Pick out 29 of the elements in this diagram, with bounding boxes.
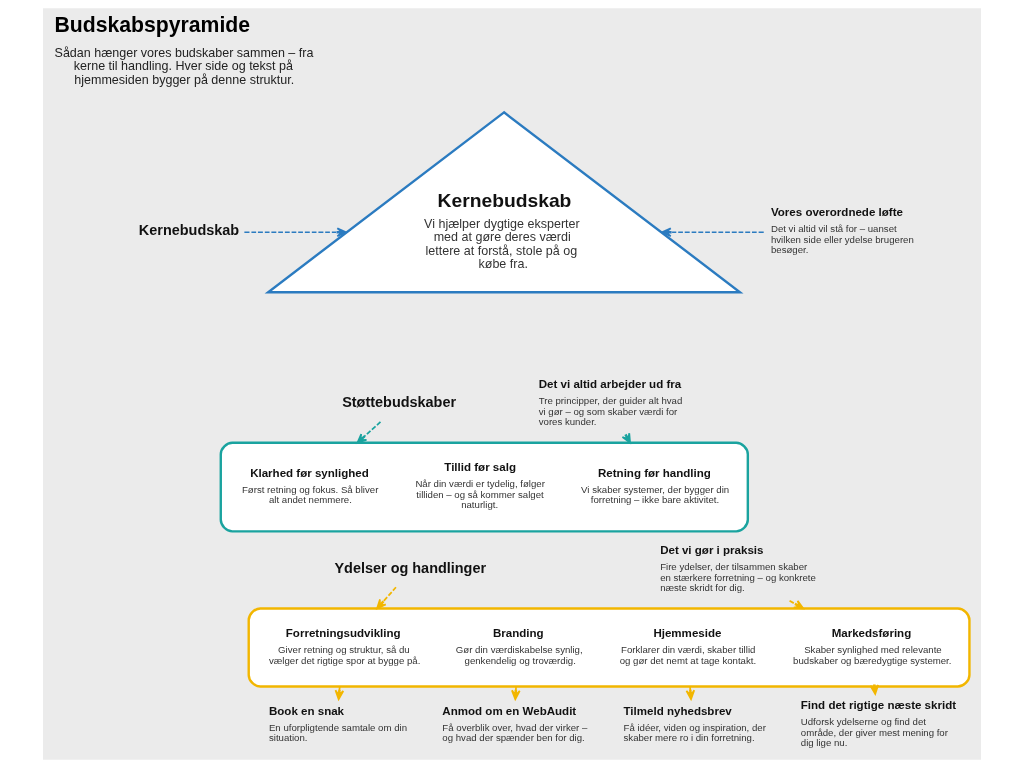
node-text: Støttebudskaber xyxy=(342,394,457,411)
label: Sådan hænger vores budskaber sammen – fra kerne til handling. Hver side og tekst på hjemmesiden bygger på denne struktur. xyxy=(54,45,314,87)
node-text: Det vi altid arbejder ud fra Tre principper, der guider alt hvad vi gør – og som skaber værdi for vores kunder. xyxy=(538,378,683,428)
node-text: Vores overordnede løfte Det vi altid vil stå for – uanset hvilken side eller ydelse brugeren besøger. xyxy=(770,206,914,256)
node-text: Find det rigtige næste skridt Udforsk ydelserne og find det område, der giver mest mening for dig lige nu. xyxy=(800,699,957,749)
node-text: Anmod om en WebAudit Få overblik over, hvad der virker – og hvad der spænder ben for dig. xyxy=(442,705,588,744)
diagram-title: Budskabspyramide xyxy=(54,12,251,36)
node-text: Retning før handling Vi skaber systemer, der bygger din forretning – ikke bare aktivitet. xyxy=(581,467,730,506)
arrow xyxy=(376,586,397,610)
arrow xyxy=(356,421,382,444)
arrow xyxy=(511,685,521,701)
node-text: Markedsføring Skaber synlighed med relevante budskaber og bæredygtige systemer. xyxy=(793,627,952,666)
cluster xyxy=(247,607,971,688)
node-text: Tillid før salg Når din værdi er tydelig, følger tilliden – og så kommer salget naturligt. xyxy=(415,461,545,511)
node-text: Det vi gør i praksis Fire ydelser, der tilsammen skaber en stærkere forretning – og konkrete næste skridt for dig. xyxy=(660,544,816,594)
node-text: Branding Gør din værdiskabelse synlig, genkendelig og troværdig. xyxy=(455,627,583,666)
arrow xyxy=(788,599,805,610)
arrow xyxy=(334,685,345,701)
node-text: Forretningsudvikling Giver retning og struktur, så du vælger det rigtige spor at bygge på. xyxy=(268,627,421,666)
node-text: Tilmeld nyhedsbrev Få idéer, viden og inspiration, der skaber mere ro i din forretning. xyxy=(623,705,766,744)
node-text: Hjemmeside Forklarer din værdi, skaber tillid og gør det nemt at tage kontakt. xyxy=(619,627,757,666)
cluster xyxy=(219,441,750,533)
arrow xyxy=(243,227,347,237)
arrow xyxy=(661,227,765,237)
node-text: Klarhed før synlighed Først retning og fokus. Så bliver alt andet nemmere. xyxy=(241,467,379,506)
node-text: Ydelser og handlinger xyxy=(334,559,487,576)
arrow xyxy=(685,685,696,701)
node-text: Kernebudskab xyxy=(138,222,240,239)
node-text: Book en snak En uforpligtende samtale om din situation. xyxy=(268,705,407,744)
